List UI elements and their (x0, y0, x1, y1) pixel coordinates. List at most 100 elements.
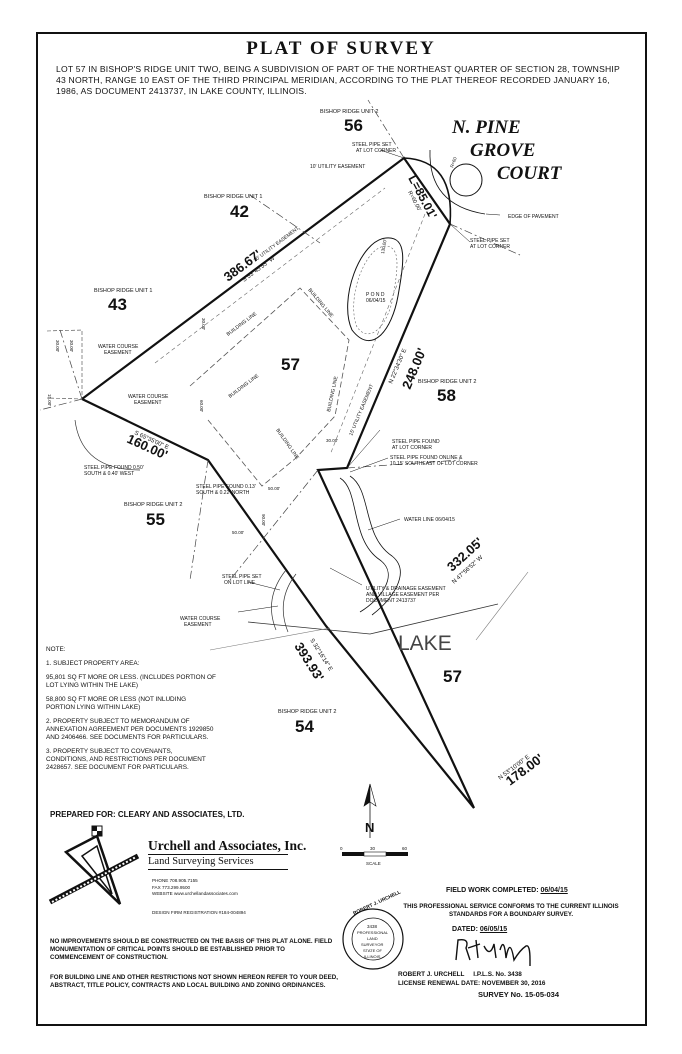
setback-b: 30.00' (55, 340, 60, 352)
water-course-arc (74, 419, 141, 471)
signer-license: I.P.L.S. No. 3438 (473, 971, 522, 978)
firm-divider-2 (148, 869, 288, 870)
lot43-number: 43 (108, 295, 127, 314)
pipe-set-lot-corner-east-2: AT LOT CORNER (470, 244, 510, 250)
surveyor-seal: 3438 PROFESSIONAL LAND SURVEYOR STATE OF… (342, 889, 404, 970)
signature (455, 938, 531, 966)
utility-drainage-label-3: DOCUMENT 2413737 (366, 598, 416, 604)
lot56-number: 56 (344, 116, 363, 135)
firm-divider (148, 854, 288, 855)
north-arrow: N (363, 783, 377, 838)
water-course-easement-c: WATER COURSE (180, 616, 221, 622)
pipe-set-on-lot-line-2: ON LOT LINE (224, 580, 256, 586)
leader-line (485, 213, 501, 216)
pond-outline-inner (353, 245, 398, 334)
setback-e: 50.00' (268, 486, 280, 491)
license-renewal: LICENSE RENEWAL DATE: NOVEMBER 30, 2016 (398, 979, 546, 987)
lake-ray (475, 571, 529, 641)
note-1: 1. SUBJECT PROPERTY AREA: (46, 660, 140, 667)
seal-line6: ILLINOIS (364, 954, 381, 959)
pond-date: 06/04/15 (366, 298, 386, 304)
utility-drainage-label: UTILITY & DRAINAGE EASEMENT (366, 586, 446, 592)
firm-fax: FAX 773.299.9500 (152, 884, 191, 890)
pipe-found-online-2: 10.15' SOUTHEAST OF LOT CORNER (390, 461, 478, 467)
street-name-line1: N. PINE (451, 117, 521, 138)
building-line-c: BUILDING LINE (228, 373, 261, 400)
water-course-easement-c2: EASEMENT (184, 622, 212, 628)
utility-drainage-label-2: AND VILLAGE EASEMENT PER (366, 592, 440, 598)
easement-line (154, 187, 386, 364)
water-line (339, 477, 389, 613)
leader-line (237, 605, 279, 613)
lot55-unit-label: BISHOP RIDGE UNIT 2 (124, 502, 182, 508)
leader-line (379, 149, 405, 159)
legal-description: LOT 57 IN BISHOP'S RIDGE UNIT TWO, BEING… (56, 64, 620, 96)
pipe-set-lot-corner: STEEL PIPE SET (352, 142, 392, 148)
lot42-number: 42 (230, 202, 249, 221)
firm-phone: PHONE 708.905.7155 (152, 878, 198, 883)
notes-header: NOTE: (46, 646, 66, 653)
firm-contact: PHONE 708.905.7155 FAX 773.299.9500 WEBS… (152, 878, 238, 898)
cul-de-sac-island (449, 163, 483, 197)
pipe-found-lot-corner-2: AT LOT CORNER (392, 445, 432, 451)
dated-label: DATED: (452, 926, 478, 933)
water-course-easement-b: WATER COURSE (128, 394, 169, 400)
easement-line-east (329, 213, 426, 456)
lake-lot57-number: 57 (443, 667, 462, 686)
leader-line (329, 567, 363, 586)
water-course-easement-b2: EASEMENT (134, 400, 162, 406)
field-work-label: FIELD WORK COMPLETED: (446, 887, 539, 894)
note-1b: 58,800 SQ FT MORE OR LESS (NOT INLUDING … (46, 696, 187, 711)
note-2: 2. PROPERTY SUBJECT TO MEMORANDUM OF ANN… (46, 718, 214, 741)
field-work-date: 06/04/15 (540, 887, 568, 894)
street-name-line2: GROVE (470, 140, 535, 161)
lot43-unit-label: BISHOP RIDGE UNIT 1 (94, 288, 152, 294)
lot55-number: 55 (146, 510, 165, 529)
edge-of-pavement-label: EDGE OF PAVEMENT (508, 214, 559, 220)
setback-a: 30.00' (201, 318, 206, 330)
seal-number: 3438 (367, 924, 378, 929)
warning-improvements: NO IMPROVEMENTS SHOULD BE CONSTRUCTED ON… (50, 938, 333, 961)
field-work-completed: FIELD WORK COMPLETED: 06/04/15 (446, 887, 568, 894)
scale-tick-0: 0 (340, 846, 343, 851)
lot58-number: 58 (437, 386, 456, 405)
pond-outline (347, 237, 404, 342)
pipe-set-lot-corner-2: AT LOT CORNER (356, 148, 396, 154)
firm-website[interactable]: WEBSITE www.urchellandassociates.com (152, 891, 238, 896)
seal-line4: SURVEYOR (361, 942, 383, 947)
water-course-easement-boundary (46, 329, 83, 400)
warning-restrictions: FOR BUILDING LINE AND OTHER RESTRICTIONS… (50, 974, 338, 989)
survey-number: SURVEY No. 15-05-034 (478, 990, 560, 999)
water-line-label: WATER LINE 06/04/15 (404, 517, 455, 523)
pipe-found-013: STEEL PIPE FOUND 0.13' (196, 484, 256, 490)
street-name-line3: COURT (497, 163, 563, 184)
lake-ray (209, 627, 331, 651)
cul-de-sac (403, 157, 452, 225)
prepared-for: PREPARED FOR: CLEARY AND ASSOCIATES, LTD… (50, 810, 245, 819)
lot54-unit-label: BISHOP RIDGE UNIT 2 (278, 709, 336, 715)
firm-name: Urchell and Associates, Inc. (148, 838, 307, 853)
water-line-2 (349, 475, 401, 616)
note-3: 3. PROPERTY SUBJECT TO COVENANTS, CONDIT… (46, 748, 206, 771)
seal-line2: PROFESSIONAL (357, 930, 389, 935)
firm-logo (48, 825, 140, 905)
water-course-arc-3 (283, 573, 297, 633)
lake-line (247, 603, 499, 635)
signer-name: ROBERT J. URCHELL (398, 971, 465, 978)
utility-easement-10b: 10' UTILITY EASEMENT (253, 226, 301, 264)
radius-small: R=60 (449, 156, 458, 168)
edge-of-pavement (429, 149, 486, 215)
firm-subtitle: Land Surveying Services (148, 856, 254, 867)
signer-line: ROBERT J. URCHELL I.P.L.S. No. 3438 (398, 971, 546, 980)
leader-line (449, 223, 471, 243)
setback-c: 30.00' (69, 340, 74, 352)
pond-label: P O N D (366, 292, 385, 298)
pipe-found-lot-corner: STEEL PIPE FOUND (392, 439, 440, 445)
lot42-unit-label: BISHOP RIDGE UNIT 1 (204, 194, 262, 200)
signer-block: ROBERT J. URCHELL I.P.L.S. No. 3438 LICE… (398, 971, 546, 988)
border-frame (36, 32, 647, 1026)
lot58-unit-label: BISHOP RIDGE UNIT 2 (418, 379, 476, 385)
dated-line: DATED: 06/05/15 (452, 926, 507, 933)
pipe-set-lot-corner-east: STEEL PIPE SET (470, 238, 510, 244)
leader-line (367, 518, 401, 531)
